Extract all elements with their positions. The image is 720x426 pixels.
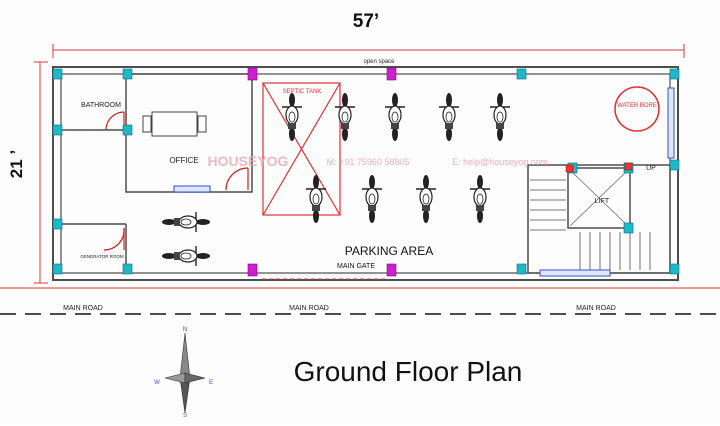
column [516, 263, 527, 275]
motorcycle-icon [385, 93, 405, 141]
watermark-email: E: help@houseyog.com [452, 157, 548, 167]
column [669, 68, 680, 80]
watermark-brand: HOUSEYOG [208, 153, 289, 169]
doors [103, 111, 249, 251]
motorcycle-icon [162, 246, 210, 266]
gate-column [386, 263, 397, 277]
road-label-right: MAIN ROAD [576, 305, 616, 312]
motorcycle-icon [416, 175, 436, 223]
septic-tank [262, 82, 341, 216]
gate-column [386, 67, 397, 81]
generator-room-motorcycles [162, 212, 210, 266]
gate-column [247, 67, 258, 81]
motorcycle-icon [306, 175, 326, 223]
water-bore [614, 86, 660, 132]
label-septic-tank: SEPTIC TANK [283, 89, 322, 95]
compass-west: W [154, 380, 160, 386]
main-road: MAIN ROAD MAIN ROAD MAIN ROAD [0, 287, 720, 315]
windows [173, 87, 675, 277]
label-lift: LIFT [595, 198, 610, 205]
road-label-center: MAIN ROAD [289, 305, 329, 312]
motorcycle-icon [470, 175, 490, 223]
motorcycle-icon [282, 93, 302, 141]
structural-columns [52, 67, 680, 277]
column [623, 222, 634, 234]
height-dimension-label: 21 ’ [7, 150, 26, 178]
motorcycle-icon [335, 93, 355, 141]
label-up: UP [646, 165, 656, 172]
compass-east: E [209, 380, 213, 386]
column [52, 218, 63, 230]
column [52, 68, 63, 80]
label-generator-room: GENERATOR ROOM [80, 254, 124, 259]
office-desk [142, 111, 207, 137]
label-main-gate: MAIN GATE [337, 263, 375, 270]
lift-corner-column [624, 162, 633, 171]
parked-motorcycles [282, 93, 510, 223]
column [52, 124, 63, 136]
label-parking-area: PARKING AREA [345, 244, 433, 258]
column [52, 263, 63, 275]
compass-rose: N S W E [154, 327, 213, 419]
staircase [530, 179, 651, 270]
road-label-left: MAIN ROAD [63, 305, 103, 312]
gate-column [247, 263, 258, 277]
label-open-space: open space [363, 59, 395, 65]
compass-north: N [183, 327, 187, 333]
motorcycle-icon [490, 93, 510, 141]
label-water-bore: WATER BORE [617, 103, 657, 109]
label-bathroom: BATHROOM [81, 102, 121, 109]
column [122, 263, 133, 275]
height-dimension: 21 ’ [7, 61, 48, 284]
plan-title: Ground Floor Plan [294, 356, 523, 387]
column [669, 159, 680, 171]
label-office: OFFICE [169, 156, 198, 165]
lift-corner-column [565, 164, 574, 173]
width-dimension: 57’ [52, 11, 685, 58]
motorcycle-icon [162, 212, 210, 232]
lift-shaft [569, 169, 629, 227]
compass-south: S [183, 413, 187, 419]
column [122, 124, 133, 136]
column [516, 68, 527, 80]
column [669, 263, 680, 275]
motorcycle-icon [439, 93, 459, 141]
width-dimension-label: 57’ [353, 11, 379, 32]
watermark-phone: M: +91 75960 58805 [327, 157, 410, 167]
motorcycle-icon [362, 175, 382, 223]
column [122, 68, 133, 80]
